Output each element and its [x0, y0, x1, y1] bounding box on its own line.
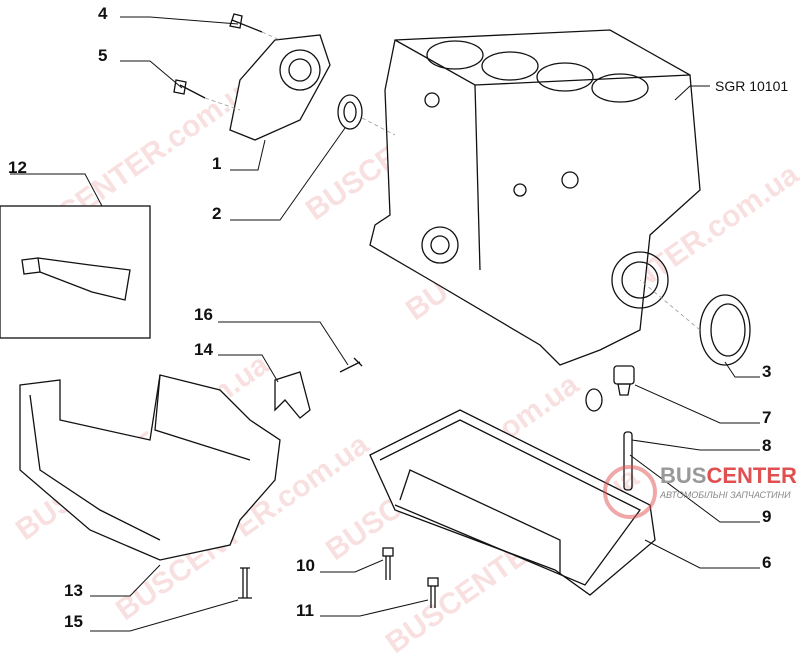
callout-7: 7 — [762, 408, 772, 427]
part-1-front-cover — [229, 34, 331, 141]
callout-14: 14 — [194, 340, 213, 359]
callout-2: 2 — [212, 204, 222, 223]
part-11-bolt — [427, 577, 439, 608]
part-12-sealant-box — [0, 205, 151, 339]
part-10-bolt — [382, 547, 394, 580]
callout-13: 13 — [64, 581, 83, 600]
callout-3: 3 — [762, 362, 772, 381]
callout-11: 11 — [296, 601, 314, 620]
part-12-sealant-tube — [21, 257, 131, 301]
exploded-parts-diagram — [0, 13, 760, 632]
callout-4: 4 — [98, 4, 108, 23]
part-8-pin — [623, 431, 633, 491]
callout-5: 5 — [98, 46, 108, 65]
callout-15: 15 — [64, 612, 83, 631]
callout-8: 8 — [762, 436, 772, 455]
part-6-oil-pan — [369, 409, 656, 596]
logo-name: BUSCENTER — [660, 463, 797, 488]
callout-6: 6 — [762, 553, 772, 572]
callout-10: 10 — [296, 556, 315, 575]
callout-16: 16 — [194, 305, 213, 324]
part-2-seal — [337, 94, 363, 130]
part-7-washer — [585, 388, 603, 412]
logo-subtitle: АВТОМОБІЛЬНІ ЗАПЧАСТИНИ — [660, 490, 791, 500]
callout-12: 12 — [8, 158, 27, 177]
explode-lines — [204, 31, 701, 331]
part-7-plug — [613, 365, 635, 396]
engine-block — [369, 29, 701, 366]
part-15-bolt — [238, 567, 252, 599]
callout-9: 9 — [762, 507, 772, 526]
diagram-code-label: SGR 10101 — [715, 78, 789, 94]
part-4-bolt — [229, 13, 263, 33]
part-16-bolt — [339, 357, 363, 373]
part-3-seal — [699, 294, 751, 366]
part-13-undershield — [19, 374, 281, 561]
part-5-bolt — [173, 79, 206, 99]
callout-1: 1 — [212, 154, 222, 173]
leader-lines — [10, 16, 760, 632]
logo-mark — [603, 465, 657, 519]
part-14-bracket — [274, 371, 311, 419]
